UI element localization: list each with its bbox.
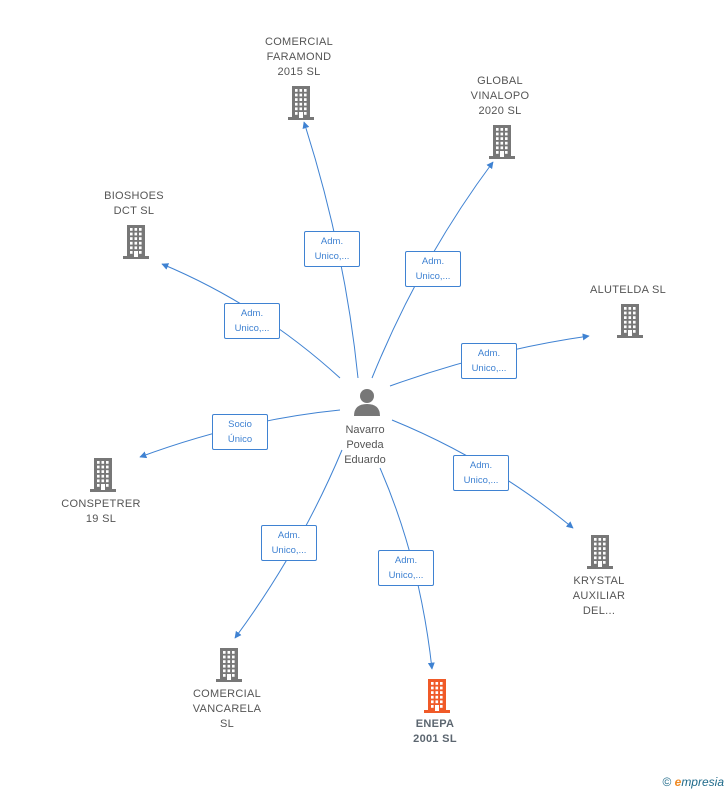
company-label-bioshoes[interactable]: BIOSHOES DCT SL bbox=[104, 190, 164, 217]
building-icon-bioshoes[interactable] bbox=[121, 225, 151, 259]
building-icon-comercial-faramond[interactable] bbox=[286, 86, 316, 120]
person-icon[interactable] bbox=[352, 387, 382, 417]
company-label-comercial-vancarela[interactable]: COMERCIAL VANCARELA SL bbox=[192, 688, 262, 730]
edge-label-comercial-vancarela[interactable]: Adm. Unico,... bbox=[261, 525, 317, 561]
edge-label-conspetrer[interactable]: Socio Único bbox=[212, 414, 268, 450]
company-label-krystal[interactable]: KRYSTAL AUXILIAR DEL... bbox=[572, 575, 626, 617]
building-icon-enepa[interactable] bbox=[422, 679, 452, 713]
building-icon-krystal[interactable] bbox=[585, 535, 615, 569]
building-icon-global-vinalopo[interactable] bbox=[487, 125, 517, 159]
building-icon-comercial-vancarela[interactable] bbox=[214, 648, 244, 682]
building-icon-conspetrer[interactable] bbox=[88, 458, 118, 492]
company-label-enepa[interactable]: ENEPA 2001 SL bbox=[413, 718, 457, 745]
company-label-alutelda[interactable]: ALUTELDA SL bbox=[589, 284, 667, 296]
company-label-comercial-faramond[interactable]: COMERCIAL FARAMOND 2015 SL bbox=[264, 36, 334, 78]
brand-logo-e: e bbox=[674, 775, 682, 789]
edge-label-global-vinalopo[interactable]: Adm. Unico,... bbox=[405, 251, 461, 287]
edge-label-comercial-faramond[interactable]: Adm. Unico,... bbox=[304, 231, 360, 267]
company-label-conspetrer[interactable]: CONSPETRER 19 SL bbox=[61, 498, 141, 525]
edge-label-alutelda[interactable]: Adm. Unico,... bbox=[461, 343, 517, 379]
edge-label-enepa[interactable]: Adm. Unico,... bbox=[378, 550, 434, 586]
building-icon-alutelda[interactable] bbox=[615, 304, 645, 338]
edge-label-bioshoes[interactable]: Adm. Unico,... bbox=[224, 303, 280, 339]
company-label-global-vinalopo[interactable]: GLOBAL VINALOPO 2020 SL bbox=[470, 75, 530, 117]
brand-name: mpresia bbox=[681, 775, 724, 789]
edge-label-krystal[interactable]: Adm. Unico,... bbox=[453, 455, 509, 491]
brand-footer: © empresia bbox=[662, 775, 724, 789]
person-name[interactable]: Navarro Poveda Eduardo bbox=[344, 424, 386, 466]
copyright-icon: © bbox=[662, 775, 672, 789]
